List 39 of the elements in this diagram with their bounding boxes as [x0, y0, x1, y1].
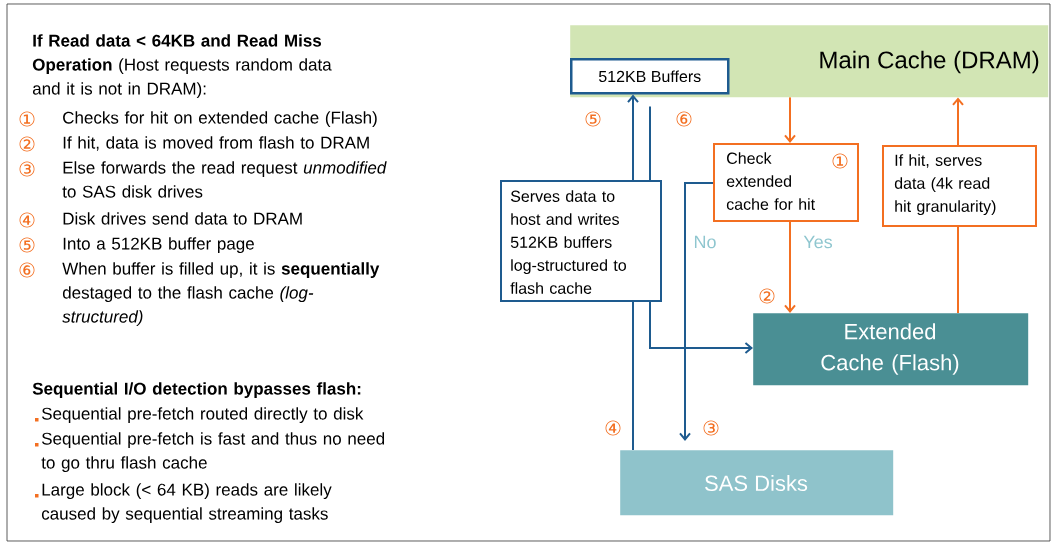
arrow	[784, 221, 796, 313]
list-item: Checks for hit on extended cache (Flash)	[63, 111, 377, 128]
edge-label: Yes	[802, 234, 834, 250]
list-item: If hit, data is moved from flash to DRAM	[63, 136, 369, 151]
note-box: Serves data to host and writes 512KB buffers log-structured to flash cache	[500, 180, 662, 302]
list-item: Sequential pre-fetch is fast and thus no need to go thru flash cache	[41, 432, 385, 473]
process-box: If hit, serves data (4k read hit granularity)	[882, 145, 1037, 227]
list-item: Else forwards the read request unmodified to SAS disk drives	[62, 161, 387, 198]
step-number: ⑤	[585, 111, 601, 127]
arrow	[627, 94, 639, 181]
step-number: ②	[19, 136, 35, 152]
process-box: Check extended cache for hit ①	[713, 143, 859, 222]
connector-line	[957, 226, 959, 314]
list-item: Sequential pre-fetch routed directly to disk	[42, 407, 364, 424]
list-item: When buffer is filled up, it is sequentially destaged to the flash cache (log-structured)	[62, 262, 380, 327]
step-number: ⑤	[19, 237, 35, 253]
storage-box: Extended Cache (Flash)	[753, 313, 1029, 386]
arrow	[679, 182, 714, 441]
step-number: ⑥	[676, 111, 692, 127]
step-number: ③	[19, 161, 35, 177]
step-number: ①	[19, 111, 35, 127]
list-item: Large block (< 64 KB) reads are likely caused by sequential streaming tasks	[41, 483, 332, 524]
step-number: ②	[759, 288, 775, 304]
buffer-box: 512KB Buffers	[570, 58, 730, 95]
heading: Sequential I/O detection bypasses flash:	[32, 382, 361, 399]
step-number: ⑥	[19, 262, 35, 278]
connector-line	[632, 301, 634, 451]
list-item: Disk drives send data to DRAM	[63, 212, 302, 225]
connector-line	[649, 105, 651, 181]
edge-label: No	[692, 234, 718, 250]
step-number: ④	[19, 212, 35, 228]
arrow	[784, 96, 796, 143]
heading: If Read data < 64KB and Read Miss Operation (Host requests random data and it is not in DRAM):	[32, 34, 332, 99]
arrow	[952, 97, 964, 146]
list-item: Into a 512KB buffer page	[63, 237, 254, 254]
storage-box: SAS Disks	[620, 450, 894, 516]
step-number: ③	[703, 420, 719, 436]
step-number: ④	[605, 420, 621, 436]
arrow	[649, 301, 753, 354]
